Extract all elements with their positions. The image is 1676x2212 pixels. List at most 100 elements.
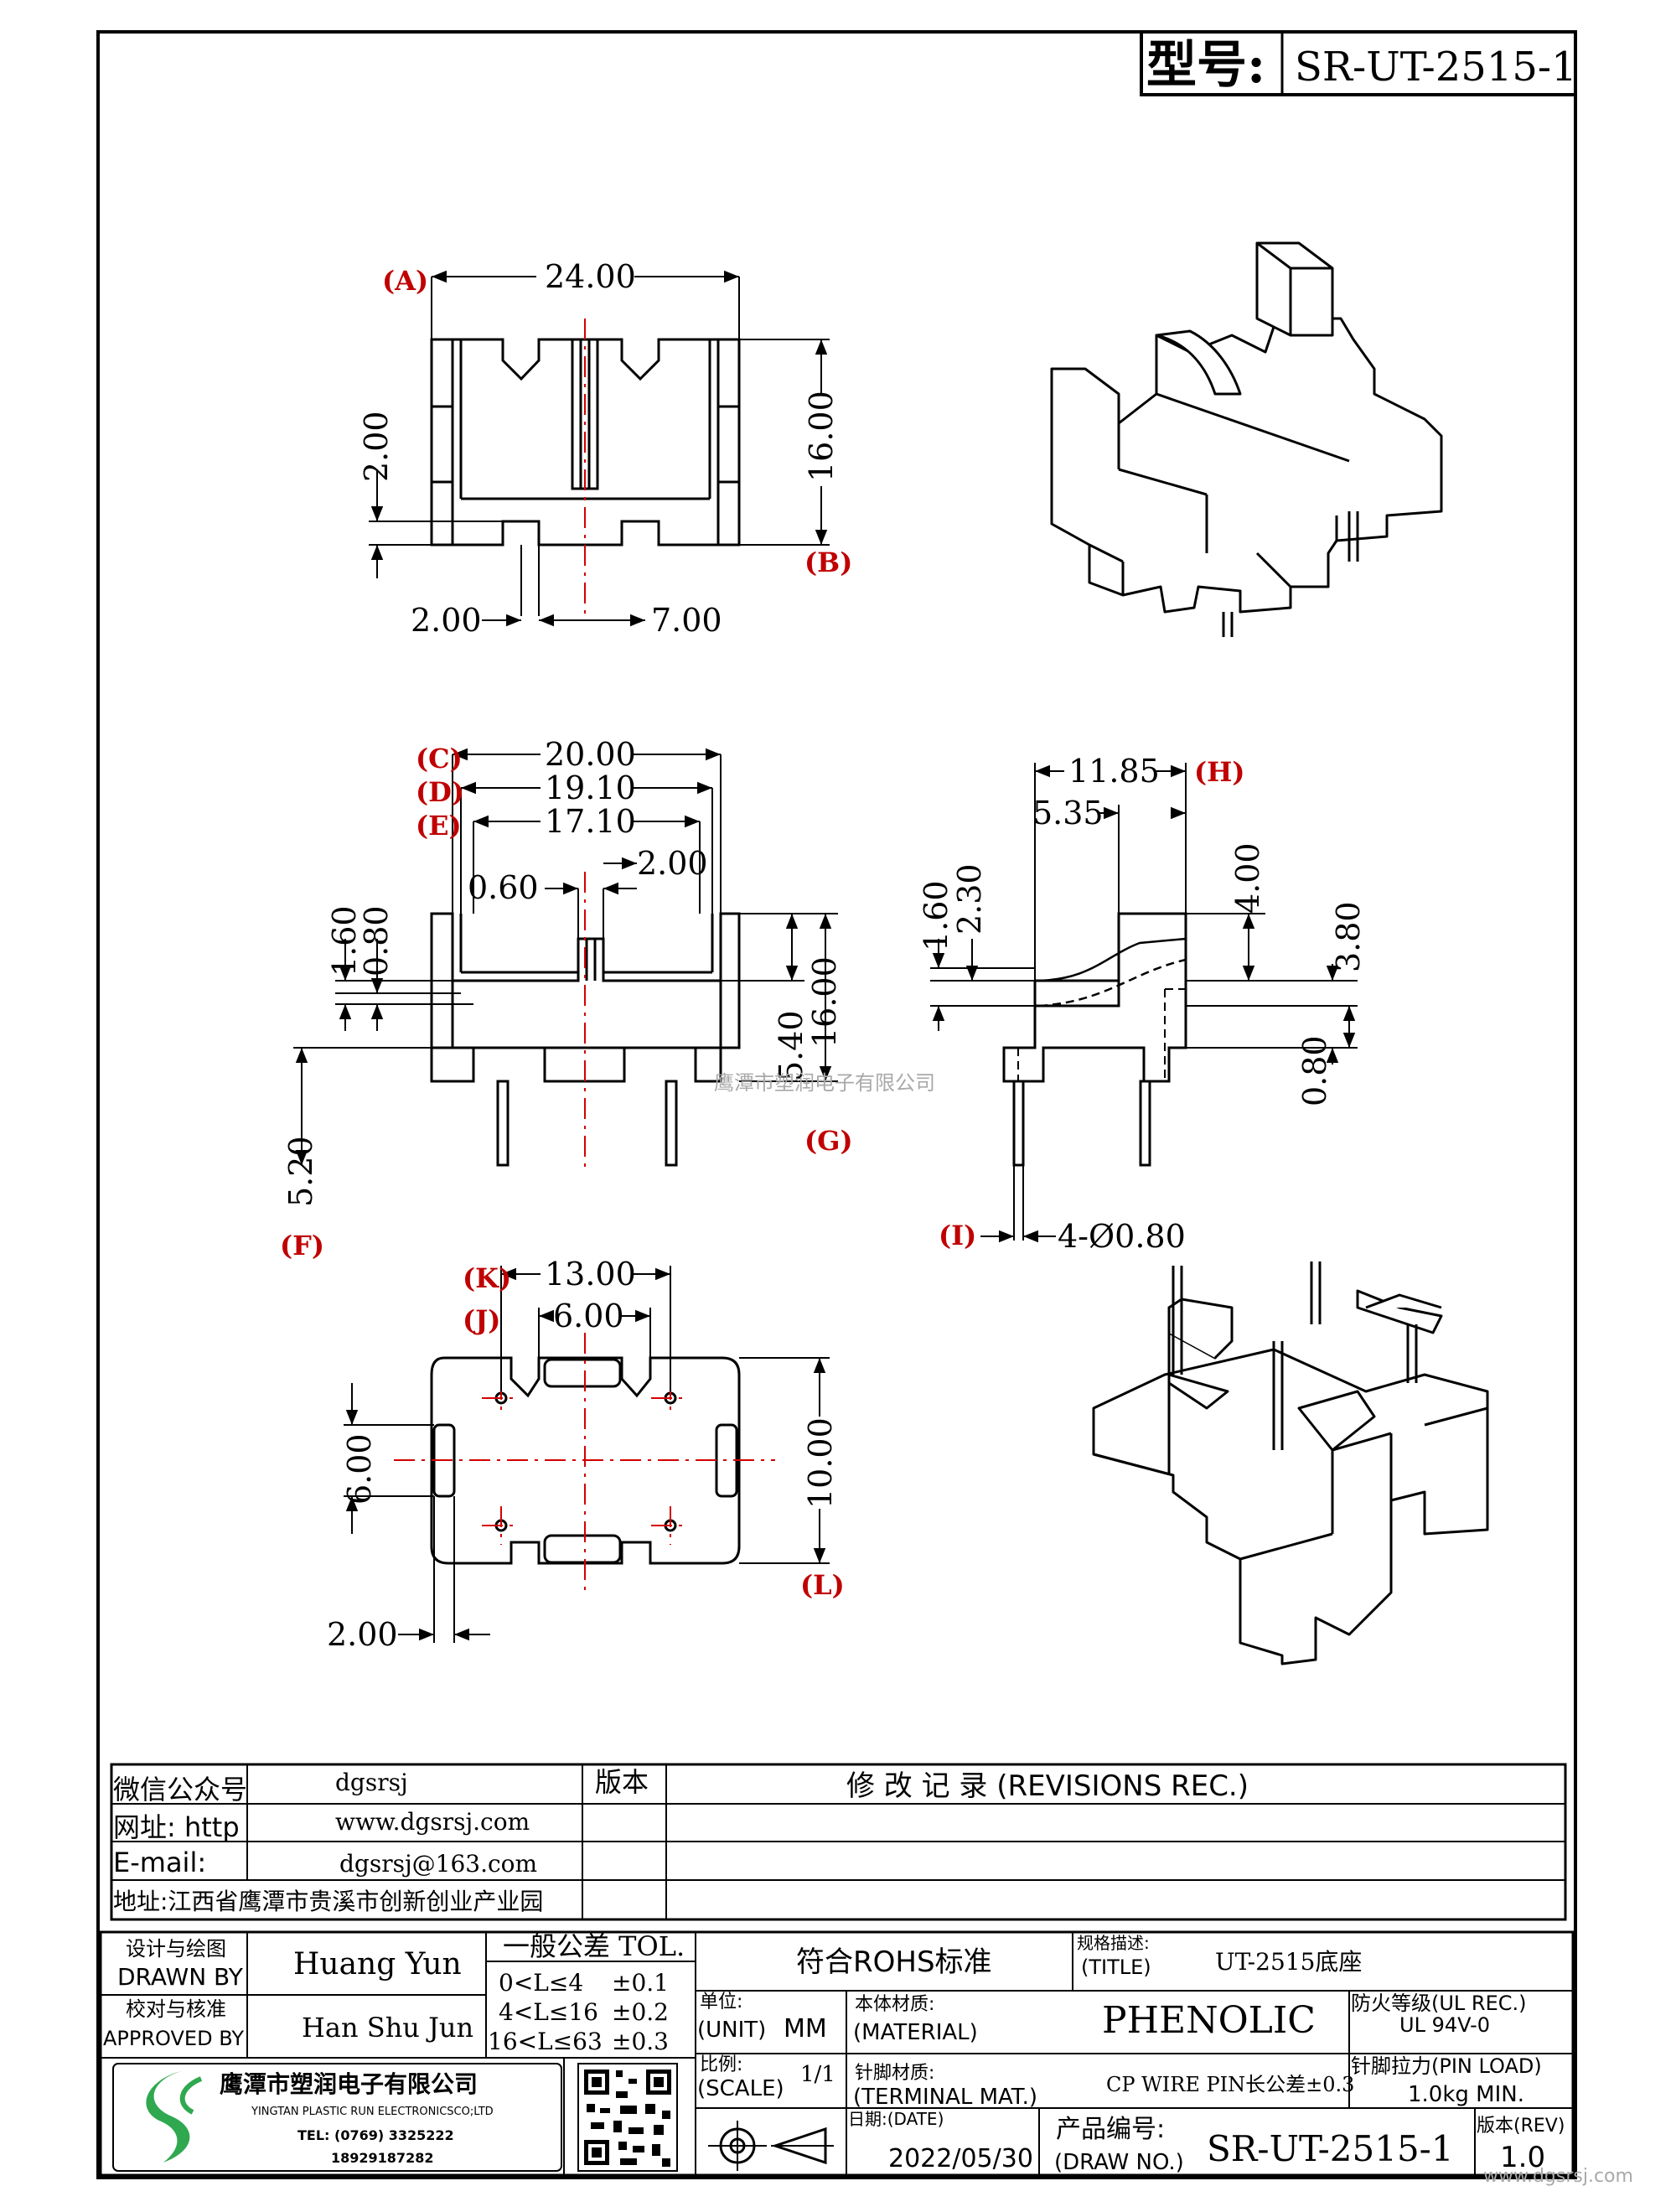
dim-side-step: 5.35 [1032, 795, 1104, 831]
side-view [930, 763, 1358, 1243]
dim-front-total-h: 16.00 [806, 956, 843, 1048]
company-en: YINGTAN PLASTIC RUN ELECTRONICSCO;LTD [251, 2106, 494, 2118]
dim-front-slot: 0.60 [468, 869, 539, 906]
ref-e: (E) [416, 810, 462, 842]
ref-i: (I) [939, 1220, 976, 1251]
dim-top-bottom-right: 7.00 [651, 602, 722, 639]
approved-en: APPROVED BY [103, 2027, 244, 2050]
ref-k: (K) [463, 1262, 511, 1294]
ref-h: (H) [1194, 756, 1245, 788]
drawn-cn: 设计与绘图 [126, 1937, 226, 1961]
material-en: (MATERIAL) [853, 2020, 978, 2045]
dim-bottom-left: 6.00 [341, 1433, 378, 1505]
model-header: 型号: SR-UT-2515-1 [1140, 30, 1577, 96]
dim-top-height: 16.00 [803, 391, 840, 482]
dim-side-d: 3.80 [1330, 901, 1367, 972]
company-mobile: 18929187282 [331, 2150, 433, 2166]
title-value: UT-2515底座 [1215, 1948, 1362, 1976]
email-value: dgsrsj@163.com [339, 1850, 537, 1878]
dim-top-bottom-left: 2.00 [411, 602, 482, 639]
ref-d: (D) [416, 776, 464, 808]
dim-top-depth: 2.00 [358, 411, 395, 482]
wechat-value: dgsrsj [335, 1769, 408, 1796]
wechat-label: 微信公众号 [113, 1774, 247, 1805]
info-block [110, 1763, 1567, 1921]
material-value: PHENOLIC [1102, 1999, 1316, 2042]
approved-cn: 校对与核准 [126, 1997, 226, 2021]
scale-value: 1/1 [800, 2062, 835, 2087]
title-block-grid [99, 1930, 1575, 2177]
ref-f: (F) [280, 1230, 324, 1261]
site-mark: www.dgsrsj.com [1483, 2166, 1633, 2187]
drawn-name: Huang Yun [293, 1947, 462, 1981]
iso-view-bottom [1092, 1261, 1489, 1665]
ref-c: (C) [416, 743, 463, 774]
drawn-en: DRAWN BY [117, 1963, 244, 1991]
ref-a: (A) [382, 265, 428, 297]
version-header: 版本 [595, 1766, 649, 1798]
qr-code [577, 2063, 678, 2172]
terminal-value: CP WIRE PIN长公差±0.3 [1106, 2073, 1354, 2096]
pin-load-cn: 针脚拉力(PIN LOAD) [1351, 2054, 1542, 2078]
ref-l: (L) [800, 1569, 845, 1601]
dim-side-pin: 4-Ø0.80 [1058, 1218, 1186, 1255]
dim-front-slot-gap: 2.00 [637, 845, 708, 882]
terminal-en: (TERMINAL MAT.) [853, 2085, 1037, 2110]
date-cn: 日期:(DATE) [848, 2109, 944, 2129]
title-cn: 规格描述: [1077, 1933, 1150, 1953]
pin-load-value: 1.0kg MIN. [1408, 2082, 1524, 2107]
ref-g: (G) [804, 1125, 853, 1157]
email-label: E-mail: [113, 1847, 206, 1878]
company-tel: TEL: (0769) 3325222 [297, 2127, 454, 2143]
model-value: SR-UT-2515-1 [1295, 44, 1577, 91]
dim-front-pin: 5.20 [282, 1136, 319, 1207]
date-value: 2022/05/30 [888, 2144, 1033, 2173]
tol-title: 一般公差 TOL. [503, 1930, 685, 1962]
terminal-cn: 针脚材质: [855, 2063, 934, 2084]
dim-top-width: 24.00 [545, 258, 636, 295]
ref-j: (J) [463, 1304, 500, 1336]
dim-side-c: 4.00 [1229, 842, 1266, 914]
watermark: 鹰潭市塑润电子有限公司 [714, 1071, 935, 1095]
unit-en: (UNIT) [697, 2018, 766, 2043]
fire-value: UL 94V-0 [1399, 2013, 1490, 2037]
dim-bottom-pitch: 13.00 [545, 1256, 636, 1292]
dim-side-h: 11.85 [1068, 753, 1160, 790]
dim-front-flange2: 0.80 [358, 905, 395, 976]
dim-front-e: 17.10 [545, 803, 636, 840]
drawno-en: (DRAW NO.) [1054, 2150, 1184, 2175]
dim-side-a: 1.60 [918, 880, 954, 951]
sheet-border [96, 30, 1577, 2179]
tol-range-1: 0<L≤4 [499, 1969, 583, 1997]
fire-cn: 防火等级(UL REC.) [1351, 1992, 1527, 2015]
title-en: (TITLE) [1081, 1956, 1151, 1979]
tol-range-2: 4<L≤16 [499, 1998, 598, 2026]
dim-front-flange1: 1.60 [326, 905, 363, 976]
front-view [293, 748, 838, 1173]
unit-cn: 单位: [700, 1992, 742, 2013]
dim-side-b: 2.30 [951, 863, 988, 935]
ref-b: (B) [804, 547, 852, 578]
scale-en: (SCALE) [697, 2076, 784, 2101]
tol-value-3: ±0.3 [612, 2028, 669, 2055]
rev-cn: 版本(REV) [1477, 2116, 1565, 2137]
approved-name: Han Shu Jun [302, 2012, 473, 2044]
revisions-header: 修 改 记 录 (REVISIONS REC.) [846, 1769, 1249, 1803]
tol-value-1: ±0.1 [612, 1969, 669, 1997]
material-cn: 本体材质: [855, 1994, 934, 2015]
dim-front-d: 19.10 [545, 769, 636, 806]
dim-side-e: 0.80 [1296, 1035, 1333, 1106]
address: 地址:江西省鹰潭市贵溪市创新创业产业园 [113, 1888, 543, 1915]
scale-cn: 比例: [700, 2054, 742, 2075]
top-view [369, 270, 830, 627]
rev-value: 1.0 [1500, 2141, 1545, 2174]
company-logo [112, 2063, 562, 2172]
web-value: www.dgsrsj.com [335, 1808, 530, 1836]
rohs: 符合ROHS标准 [796, 1945, 992, 1979]
web-label: 网址: http [113, 1811, 240, 1843]
tol-range-3: 16<L≤63 [488, 2028, 603, 2055]
model-label: 型号: [1146, 36, 1265, 95]
company-cn: 鹰潭市塑润电子有限公司 [220, 2070, 478, 2098]
